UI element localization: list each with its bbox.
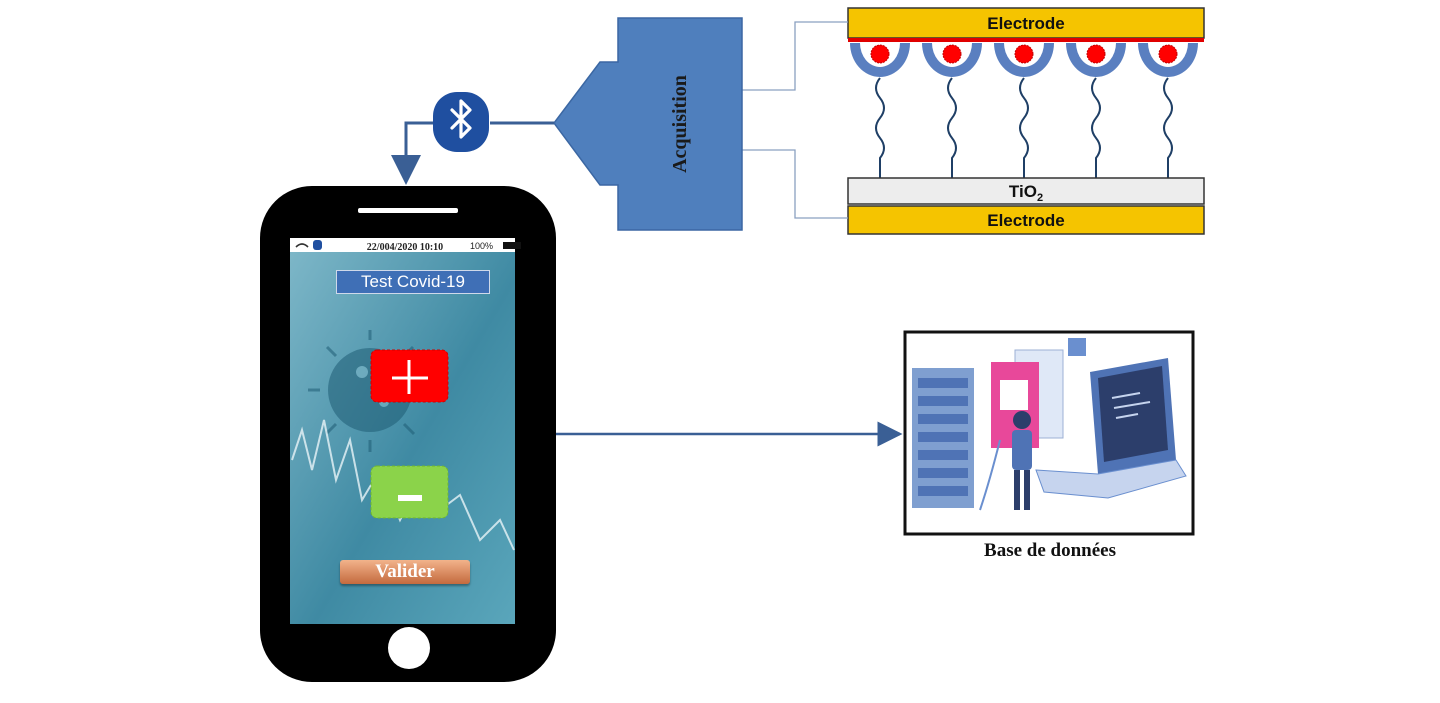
acquisition-label: Acquisition [669, 75, 691, 173]
tio2-label: TiO2 [1009, 182, 1043, 204]
negative-button[interactable] [370, 465, 449, 519]
receptor-unit [922, 43, 982, 178]
status-time: 22/004/2020 10:10 [366, 242, 444, 253]
sensor-connectors [742, 21, 848, 219]
sensor: Electrode TiO2 Electrode [847, 7, 1205, 235]
receptor-unit [1066, 43, 1126, 178]
bottom-electrode [847, 205, 1205, 235]
wifi-icon [295, 243, 309, 248]
receptor-array [850, 43, 1198, 178]
smartphone [260, 186, 556, 682]
person-icon [979, 411, 1032, 511]
top-electrode [847, 7, 1205, 39]
home-button[interactable] [388, 627, 430, 669]
acquisition-block: Acquisition [553, 17, 743, 231]
database-illustration [903, 330, 1195, 536]
minus-icon [398, 495, 422, 501]
receptor-unit [1138, 43, 1198, 178]
tio2-layer [847, 177, 1205, 205]
validate-button[interactable]: Valider [340, 560, 470, 584]
data-cube-icon [1068, 338, 1086, 356]
bluetooth-link [391, 92, 554, 185]
bottom-electrode-label: Electrode [987, 211, 1064, 230]
phone-speaker [358, 208, 458, 213]
laptop-icon [1035, 358, 1187, 499]
bluetooth-icon [433, 92, 489, 152]
status-battery: 100% [470, 241, 494, 251]
database-caption: Base de données [984, 540, 1116, 561]
app-title: Test Covid-19 [336, 270, 490, 294]
receptor-unit [994, 43, 1054, 178]
top-electrode-label: Electrode [987, 14, 1064, 33]
battery-icon [503, 242, 521, 249]
server-rack-icon [912, 368, 974, 508]
receptor-unit [850, 43, 910, 178]
positive-button[interactable] [370, 349, 449, 403]
plus-icon [392, 360, 428, 394]
status-bluetooth-icon [313, 240, 322, 250]
